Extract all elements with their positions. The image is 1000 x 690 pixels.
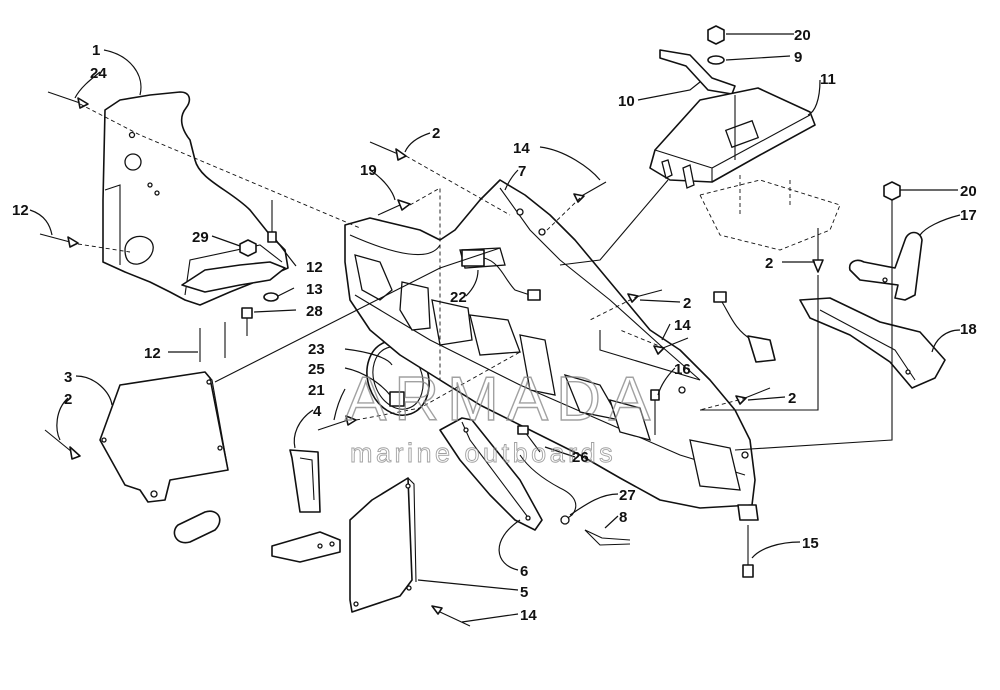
rivet-2-top xyxy=(369,141,407,161)
clip-25 xyxy=(389,391,405,407)
callout-14: 14 xyxy=(674,317,691,334)
callout-19: 19 xyxy=(360,162,377,179)
watermark-text: ARMADA marine outboards xyxy=(344,364,658,468)
callout-2: 2 xyxy=(683,295,691,312)
callout-29: 29 xyxy=(192,229,209,246)
callout-28: 28 xyxy=(306,303,323,320)
callouts: 1 24 12 29 12 13 28 12 3 2 23 25 21 4 22… xyxy=(12,27,977,624)
callout-2: 2 xyxy=(64,391,72,408)
callout-22: 22 xyxy=(450,289,467,306)
callout-20: 20 xyxy=(794,27,811,44)
callout-20: 20 xyxy=(960,183,977,200)
rivet-14-bottom xyxy=(431,605,471,627)
nut-20-top xyxy=(707,25,725,45)
rivets-12-lower xyxy=(199,322,226,362)
rivet-14-top xyxy=(573,181,607,203)
callout-24: 24 xyxy=(90,65,107,82)
callout-3: 3 xyxy=(64,369,72,386)
callout-26: 26 xyxy=(572,449,589,466)
callout-15: 15 xyxy=(802,535,819,552)
callout-14: 14 xyxy=(513,140,530,157)
rivet-19 xyxy=(377,199,411,216)
washer-13 xyxy=(263,292,279,302)
bolt-15 xyxy=(742,525,754,578)
rivet-2-right xyxy=(735,387,771,405)
callout-10: 10 xyxy=(618,93,635,110)
callout-5: 5 xyxy=(520,584,528,601)
bracket-part-1 xyxy=(102,91,289,306)
panel-part-5 xyxy=(349,477,417,613)
callout-17: 17 xyxy=(960,207,977,224)
callout-12: 12 xyxy=(12,202,29,219)
callout-27: 27 xyxy=(619,487,636,504)
watermark-tagline: marine outboards xyxy=(350,438,616,468)
callout-6: 6 xyxy=(520,563,528,580)
callout-21: 21 xyxy=(308,382,325,399)
callout-23: 23 xyxy=(308,341,325,358)
angle-bracket xyxy=(271,531,341,563)
bolt-28 xyxy=(241,307,253,336)
rivet-12-upper xyxy=(39,233,79,248)
tray-ghost-outline xyxy=(699,175,841,251)
callout-7: 7 xyxy=(518,163,526,180)
rivet-24 xyxy=(47,91,89,109)
callout-18: 18 xyxy=(960,321,977,338)
pad-oval xyxy=(173,510,221,544)
cable-27 xyxy=(519,454,577,525)
main-frame-part-7 xyxy=(344,179,759,521)
rivet-2-left xyxy=(44,429,81,460)
callout-12: 12 xyxy=(144,345,161,362)
callout-9: 9 xyxy=(794,49,802,66)
callout-13: 13 xyxy=(306,281,323,298)
connector-22 xyxy=(461,249,541,301)
callout-2: 2 xyxy=(765,255,773,272)
wire-harness xyxy=(713,291,776,363)
nut-20-right xyxy=(883,181,901,201)
nut-29 xyxy=(239,239,257,257)
pin-8 xyxy=(584,529,631,546)
callout-2: 2 xyxy=(432,125,440,142)
plate-part-3 xyxy=(99,371,229,503)
bracket-part-6 xyxy=(439,417,543,531)
callout-2: 2 xyxy=(788,390,796,407)
bracket-part-4 xyxy=(289,449,321,513)
callout-1: 1 xyxy=(92,42,100,59)
rail-part-18 xyxy=(799,297,946,389)
rivet-21 xyxy=(317,415,357,431)
strap-part-10 xyxy=(659,49,736,95)
tray-part-11 xyxy=(649,87,816,189)
callout-11: 11 xyxy=(820,71,836,88)
leader-lines xyxy=(29,33,961,623)
bolt-26 xyxy=(517,425,541,453)
callout-14: 14 xyxy=(520,607,537,624)
callout-4: 4 xyxy=(313,403,322,420)
washer-9 xyxy=(707,55,725,65)
rivet-2-far-right xyxy=(812,228,824,273)
callout-8: 8 xyxy=(619,509,627,526)
callout-12: 12 xyxy=(306,259,323,276)
watermark-brand: ARMADA xyxy=(345,365,658,434)
alignment-lines xyxy=(77,95,893,451)
callout-16: 16 xyxy=(674,361,691,378)
bolt-12-vertical xyxy=(267,200,277,243)
bolt-16 xyxy=(650,389,660,435)
handle-part-17 xyxy=(848,231,923,301)
callout-25: 25 xyxy=(308,361,325,378)
